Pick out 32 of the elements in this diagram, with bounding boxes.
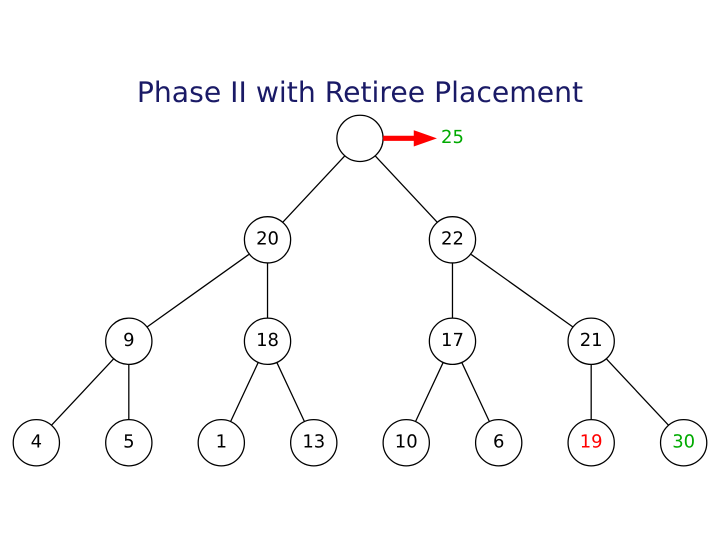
connector [51,358,114,426]
connector [590,364,592,420]
node-circle: 21 [567,318,615,366]
connector [230,362,259,422]
connector [606,358,669,426]
node-circle: 5 [105,418,153,466]
connector [461,362,490,422]
connector [415,362,444,422]
node-circle: 13 [290,418,338,466]
node-circle: 4 [12,418,60,466]
connector [374,156,438,223]
arrow [383,130,437,146]
connector [276,362,305,422]
node-circle: 1 [198,418,246,466]
diagram-title: Phase II with Retiree Placement [136,76,584,109]
node-circle: 22 [428,216,476,264]
connector [146,254,250,328]
node-text: 25 [441,127,464,148]
connector [282,156,346,223]
node-circle: 10 [382,418,430,466]
connector [452,263,454,318]
node-circle: 17 [428,318,476,366]
node-circle: 19 [567,418,615,466]
node-circle: 6 [474,418,522,466]
connector [470,254,574,328]
node-circle [336,114,384,162]
node-circle: 9 [105,318,153,366]
node-circle: 20 [244,216,292,264]
connector [128,364,130,420]
node-circle: 30 [660,418,708,466]
node-circle: 18 [244,318,292,366]
connector [266,263,268,318]
